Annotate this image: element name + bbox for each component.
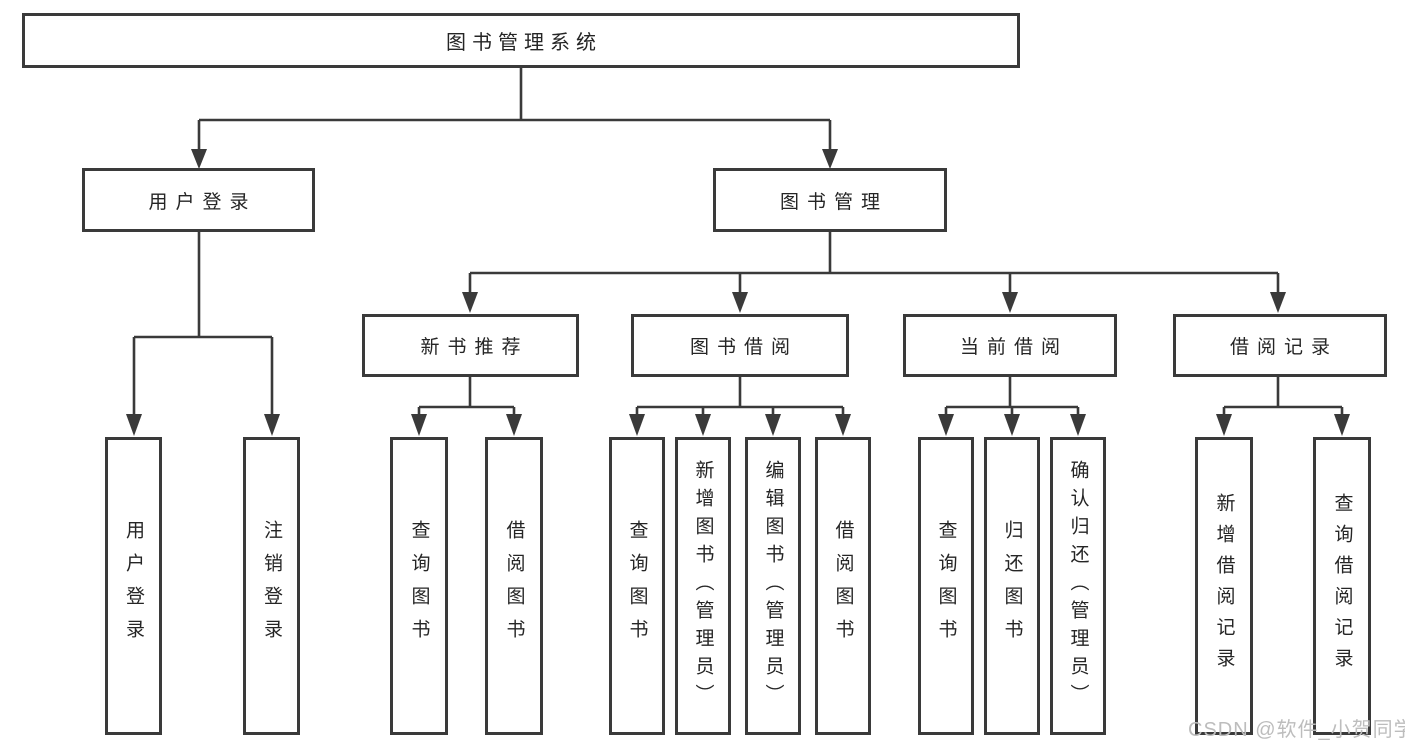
leaf-logout: 注销登录 [243, 437, 300, 735]
node-book-borrowing-label: 图书借阅 [689, 337, 798, 358]
leaf-bb-query-books: 查询图书 [609, 437, 665, 735]
leaf-bb-edit-books-admin-label: 编辑图书（管理员） [762, 460, 784, 712]
leaf-cb-return-books: 归还图书 [984, 437, 1040, 735]
node-library-system: 图书管理系统 [22, 13, 1020, 68]
leaf-br-query-record: 查询借阅记录 [1313, 437, 1371, 735]
node-book-borrowing: 图书借阅 [631, 314, 849, 377]
leaf-bb-borrow-books-label: 借阅图书 [832, 520, 854, 652]
leaf-br-add-record-label: 新增借阅记录 [1213, 493, 1235, 679]
leaf-bb-add-books-admin-label: 新增图书（管理员） [692, 460, 714, 712]
node-book-management-label: 图书管理 [779, 191, 888, 213]
leaf-nb-borrow-books-label: 借阅图书 [503, 520, 525, 652]
leaf-cb-confirm-return-admin: 确认归还（管理员） [1050, 437, 1106, 735]
node-new-book-recommend: 新书推荐 [362, 314, 579, 377]
node-new-book-recommend-label: 新书推荐 [420, 337, 529, 358]
leaf-cb-confirm-return-admin-label: 确认归还（管理员） [1067, 460, 1089, 712]
leaf-nb-borrow-books: 借阅图书 [485, 437, 543, 735]
leaf-nb-query-books: 查询图书 [390, 437, 448, 735]
node-borrow-records-label: 借阅记录 [1229, 337, 1338, 358]
leaf-user-login: 用户登录 [105, 437, 162, 735]
leaf-bb-borrow-books: 借阅图书 [815, 437, 871, 735]
arrowheads [126, 149, 1350, 436]
node-library-system-label: 图书管理系统 [446, 32, 602, 54]
leaf-br-add-record: 新增借阅记录 [1195, 437, 1253, 735]
leaf-bb-query-books-label: 查询图书 [626, 520, 648, 652]
csdn-watermark: CSDN @软件_小贺同学 [1188, 719, 1405, 741]
leaf-user-login-label: 用户登录 [123, 520, 144, 652]
leaf-cb-query-books: 查询图书 [918, 437, 974, 735]
node-user-login-label: 用户登录 [148, 191, 257, 213]
leaf-br-query-record-label: 查询借阅记录 [1331, 493, 1353, 679]
leaf-cb-return-books-label: 归还图书 [1001, 520, 1023, 652]
node-current-borrowing-label: 当前借阅 [959, 337, 1068, 358]
node-borrow-records: 借阅记录 [1173, 314, 1387, 377]
leaf-logout-label: 注销登录 [261, 520, 282, 652]
node-current-borrowing: 当前借阅 [903, 314, 1117, 377]
leaf-bb-add-books-admin: 新增图书（管理员） [675, 437, 731, 735]
node-book-management: 图书管理 [713, 168, 947, 232]
leaf-nb-query-books-label: 查询图书 [408, 520, 430, 652]
node-user-login: 用户登录 [82, 168, 315, 232]
leaf-cb-query-books-label: 查询图书 [935, 520, 957, 652]
leaf-bb-edit-books-admin: 编辑图书（管理员） [745, 437, 801, 735]
